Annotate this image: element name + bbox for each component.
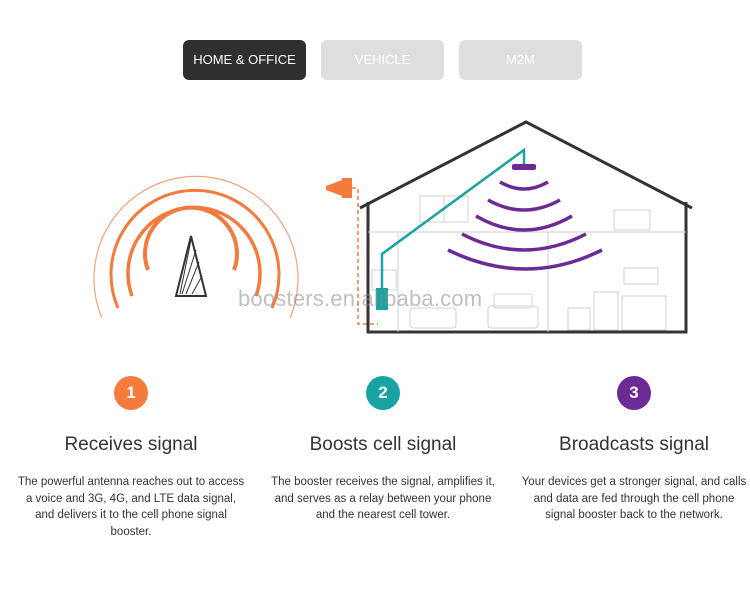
tab-vehicle[interactable]: VEHICLE xyxy=(321,40,444,80)
step-title: Broadcasts signal xyxy=(559,434,709,455)
step-broadcasts-signal: 3 Broadcasts signal Your devices get a s… xyxy=(509,376,750,524)
step-description: The booster receives the signal, amplifi… xyxy=(271,476,495,521)
step-title: Receives signal xyxy=(64,434,198,455)
step-number-badge: 2 xyxy=(366,376,400,410)
watermark: boosters.en.alibaba.com xyxy=(238,286,483,311)
step-description: Your devices get a stronger signal, and … xyxy=(521,476,747,521)
step-number-badge: 1 xyxy=(114,376,148,410)
outdoor-antenna-icon xyxy=(326,178,378,325)
tab-home-office[interactable]: HOME & OFFICE xyxy=(183,40,306,80)
house-icon xyxy=(359,120,693,334)
tab-m2m[interactable]: M2M xyxy=(459,40,582,80)
step-boosts-cell-signal: 2 Boosts cell signal The booster receive… xyxy=(258,376,508,524)
signal-booster-illustration xyxy=(93,120,693,334)
cell-tower-icon xyxy=(93,175,299,319)
booster-unit-icon xyxy=(376,147,526,310)
indoor-antenna-icon xyxy=(447,164,603,271)
solution-tabs: HOME & OFFICE VEHICLE M2M xyxy=(0,40,750,80)
step-receives-signal: 1 Receives signal The powerful antenna r… xyxy=(6,376,256,540)
step-title: Boosts cell signal xyxy=(309,434,457,455)
step-description: The powerful antenna reaches out to acce… xyxy=(17,476,245,538)
step-number-badge: 3 xyxy=(617,376,651,410)
